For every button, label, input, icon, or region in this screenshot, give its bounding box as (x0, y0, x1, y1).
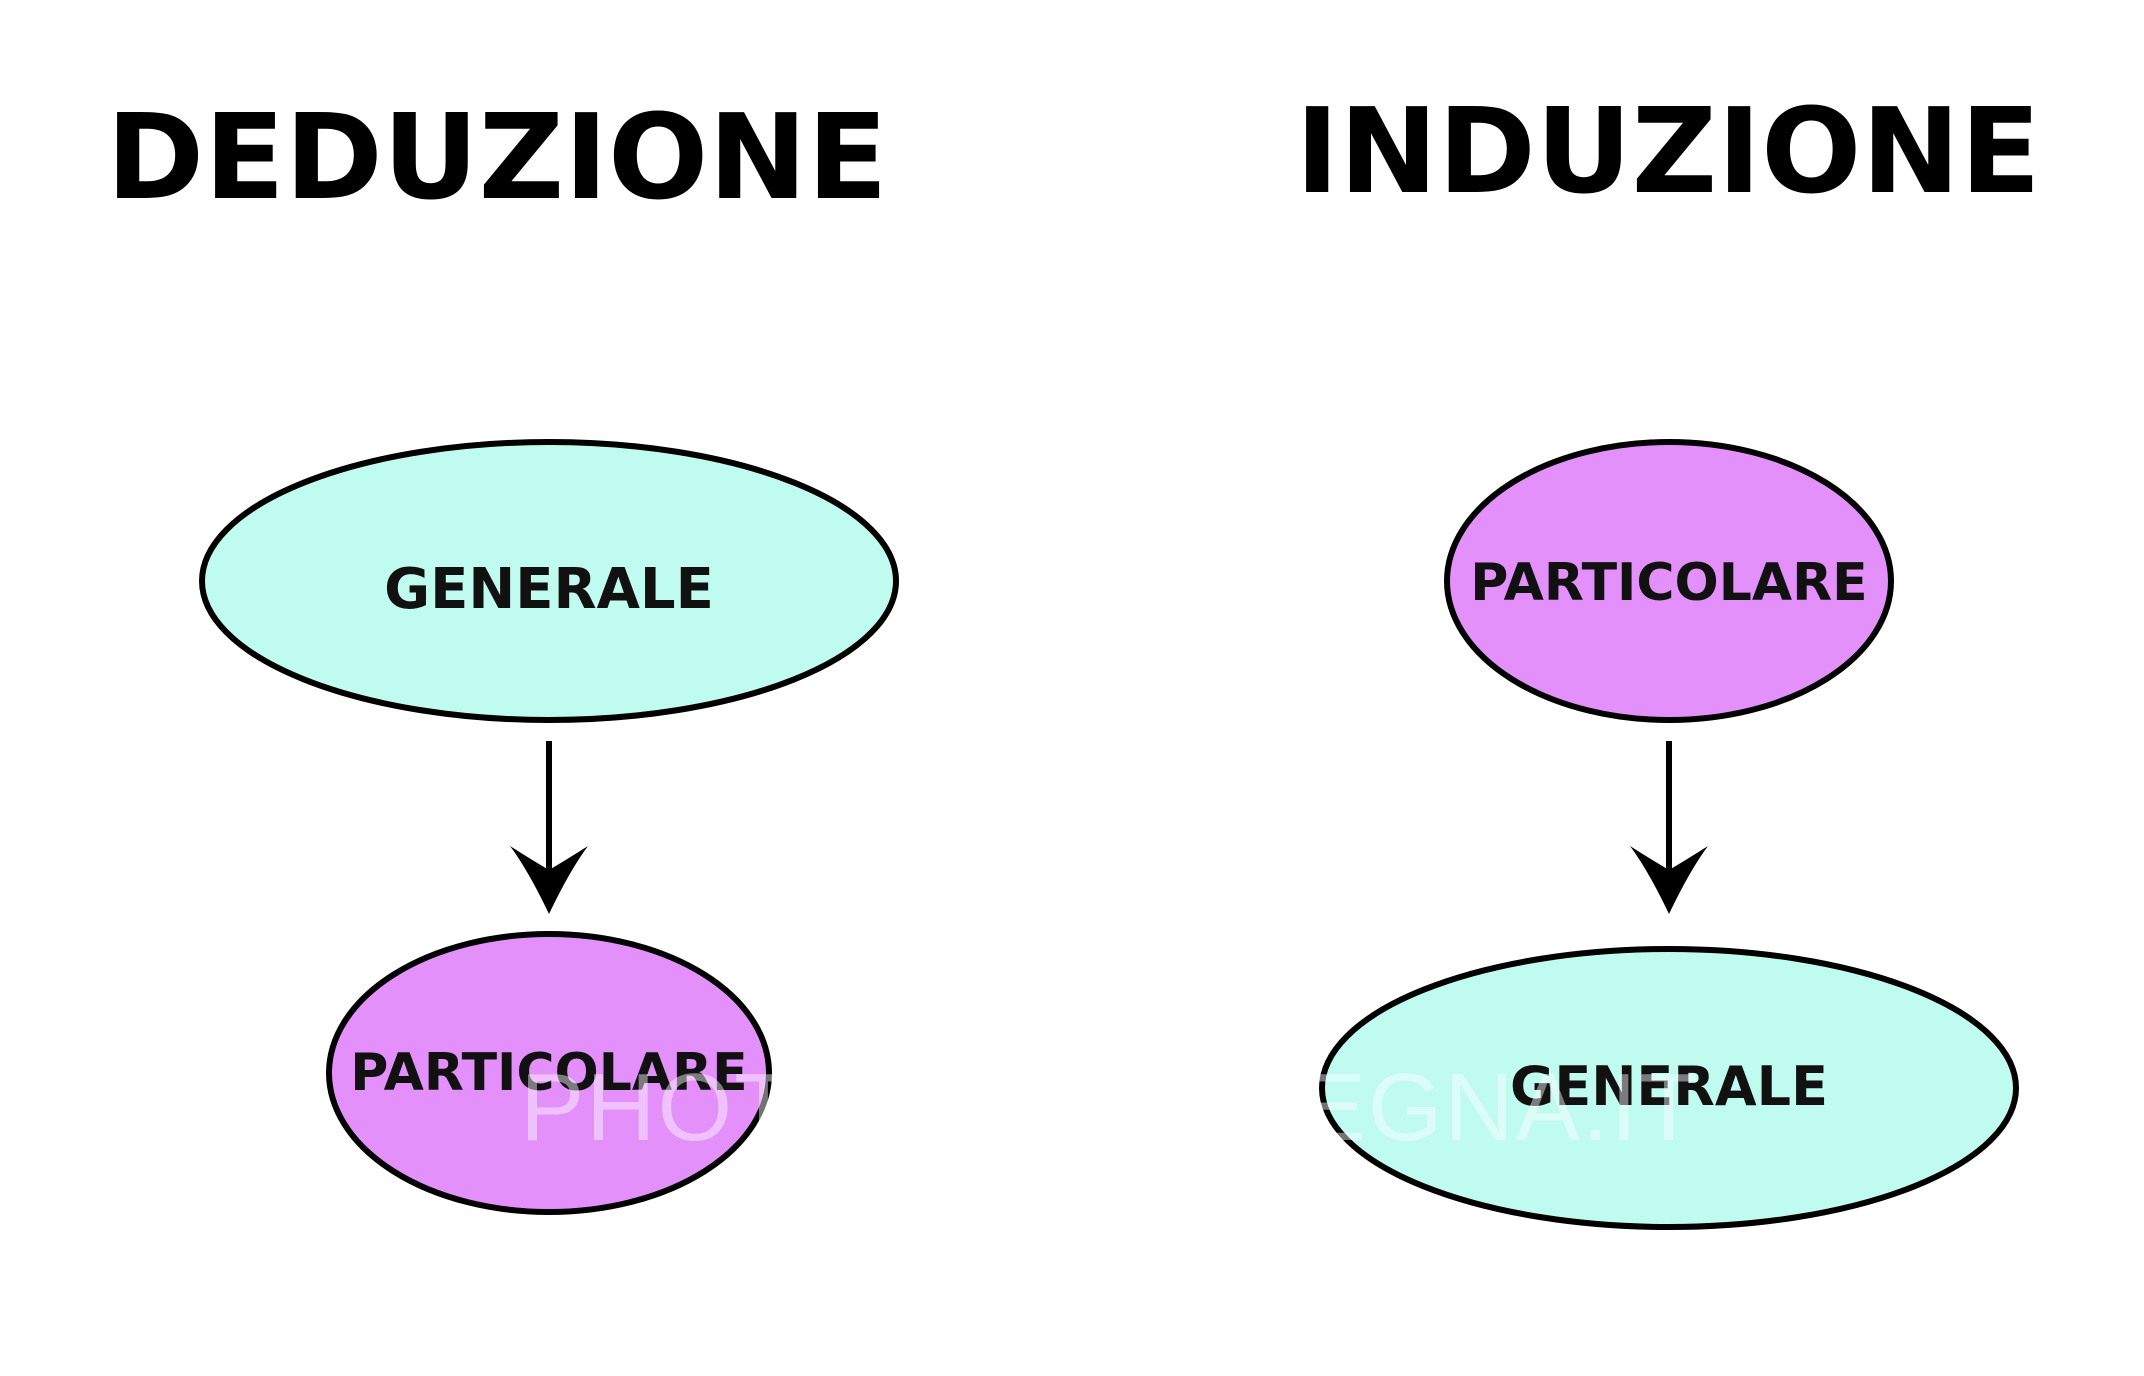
deduzione-title: DEDUZIONE (106, 88, 887, 226)
deduzione-panel: DEDUZIONE GENERALE PARTICOLARE (106, 88, 899, 1215)
deduzione-bottom-label: PARTICOLARE (350, 1043, 747, 1103)
induzione-top-ellipse (1444, 439, 1894, 723)
deduzione-top-node: GENERALE (199, 439, 899, 723)
arrow-down-icon (1630, 741, 1708, 914)
induzione-bottom-label: GENERALE (1510, 1055, 1828, 1118)
deduzione-bottom-ellipse (326, 931, 772, 1215)
deduzione-bottom-node: PARTICOLARE (326, 931, 772, 1215)
arrow-down-icon (510, 741, 588, 914)
watermark-text: PHOTO IN SARDEGNA.IT (520, 1054, 1700, 1161)
induzione-top-label: PARTICOLARE (1470, 553, 1867, 613)
induzione-bottom-ellipse (1319, 946, 2019, 1230)
induzione-panel: INDUZIONE PARTICOLARE GENERALE (1295, 82, 2041, 1230)
deduzione-top-ellipse (199, 439, 899, 723)
induzione-bottom-node: GENERALE (1319, 946, 2019, 1230)
induzione-title: INDUZIONE (1295, 82, 2041, 220)
induzione-top-node: PARTICOLARE (1444, 439, 1894, 723)
deduzione-top-label: GENERALE (384, 557, 714, 622)
